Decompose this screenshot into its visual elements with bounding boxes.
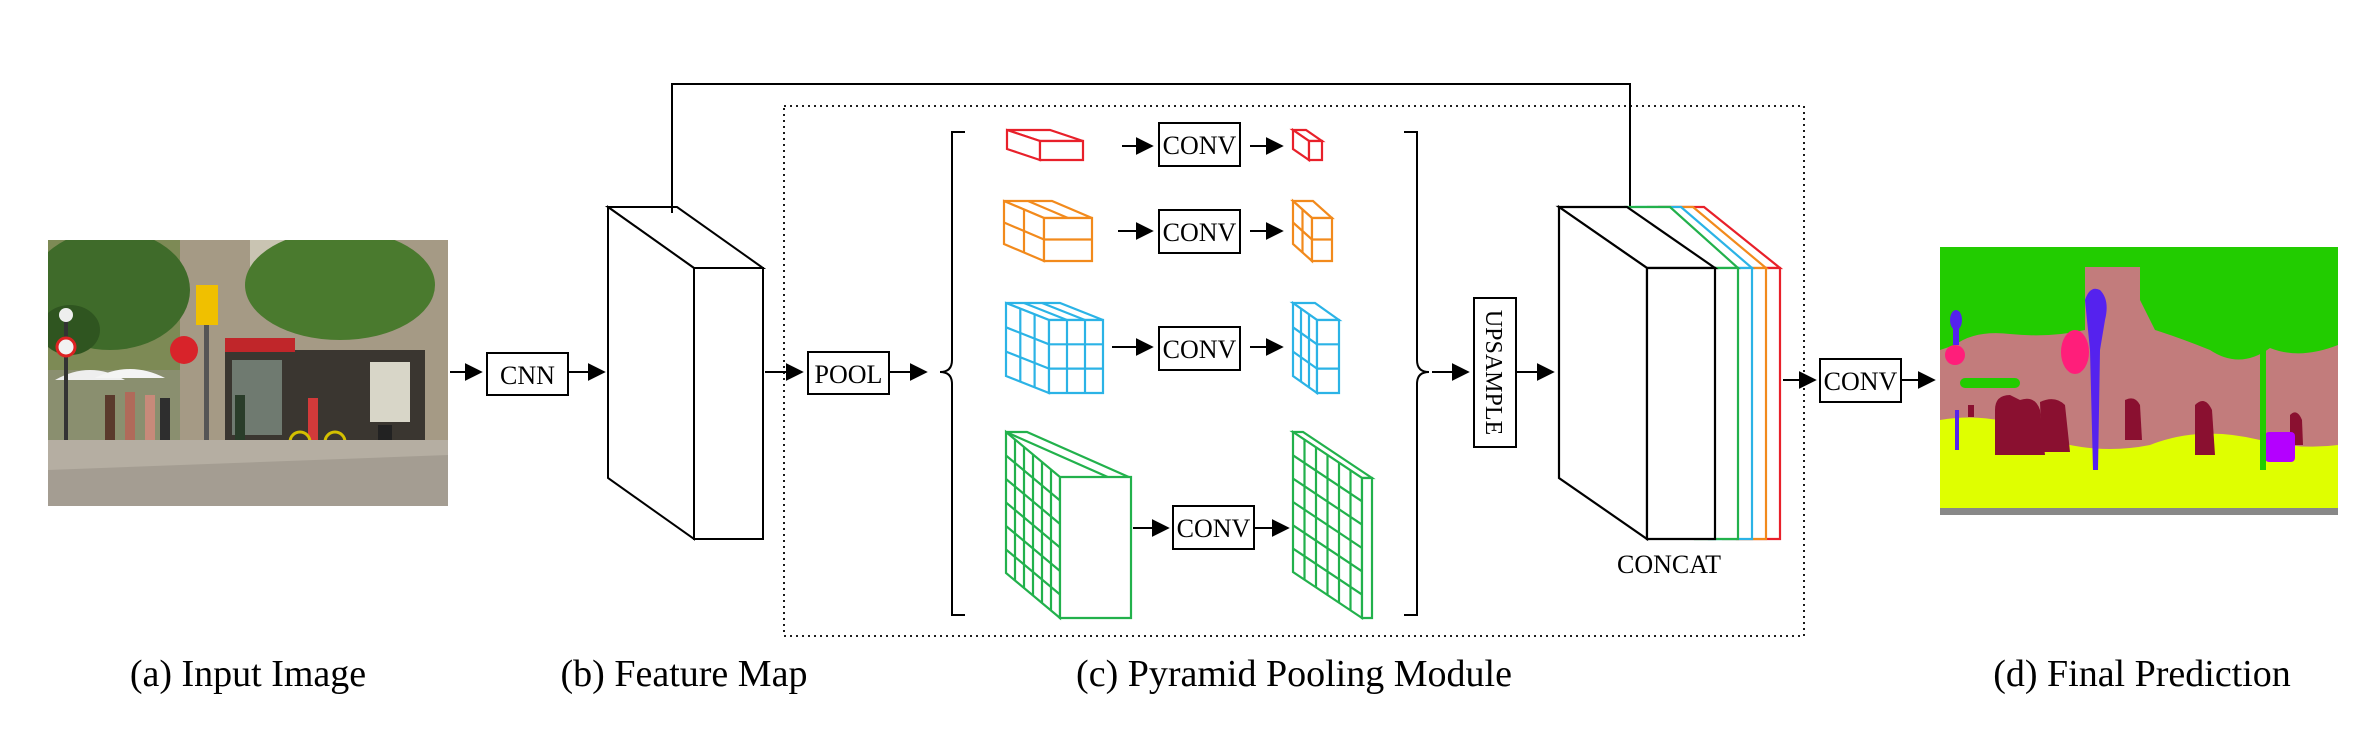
segmentation-output [1940,247,2338,515]
upsample-block: UPSAMPLE [1473,297,1517,448]
cnn-block: CNN [486,352,569,396]
conv-label-2: CONV [1163,218,1237,247]
pool-block: POOL [807,351,890,395]
pool-label: POOL [815,360,883,389]
reduced-bin-6x6 [1289,429,1376,621]
reduced-bin-2x2 [1290,198,1335,264]
right-bracket [1404,131,1430,616]
conv-block-3: CONV [1158,326,1241,371]
conv-block-2: CONV [1158,209,1241,254]
conv-label-4: CONV [1177,514,1251,543]
conv-label-final: CONV [1824,367,1898,396]
reduced-bin-3x3 [1289,300,1343,396]
pooled-bin-1x1 [1005,128,1085,162]
pooled-bin-6x6 [1004,429,1133,621]
caption-input-image: (a) Input Image [130,653,366,695]
cnn-label: CNN [500,361,555,390]
pooled-bin-3x3 [1004,301,1105,395]
caption-feature-map: (b) Feature Map [561,653,808,695]
conv-block-final: CONV [1819,358,1902,403]
conv-label-1: CONV [1163,131,1237,160]
pooled-bin-2x2 [1002,199,1094,263]
upsample-label: UPSAMPLE [1480,310,1506,435]
concat-label: CONCAT [1617,550,1721,579]
concat-block [1555,204,1784,542]
caption-final-prediction: (d) Final Prediction [1993,653,2291,695]
reduced-bin-1x1 [1289,127,1326,163]
feature-map-block [604,205,767,541]
left-bracket [939,131,965,616]
caption-pyramid-module: (c) Pyramid Pooling Module [1076,653,1512,695]
input-image [48,240,448,506]
conv-label-3: CONV [1163,335,1237,364]
conv-block-4: CONV [1172,505,1255,550]
conv-block-1: CONV [1158,122,1241,167]
